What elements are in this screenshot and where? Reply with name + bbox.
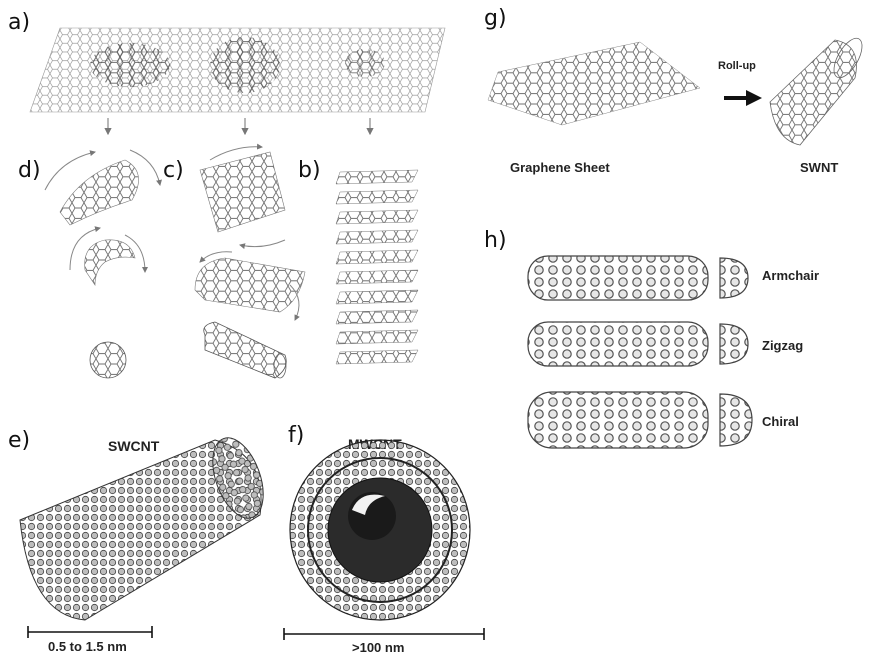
chiral-label: Chiral	[762, 414, 799, 429]
